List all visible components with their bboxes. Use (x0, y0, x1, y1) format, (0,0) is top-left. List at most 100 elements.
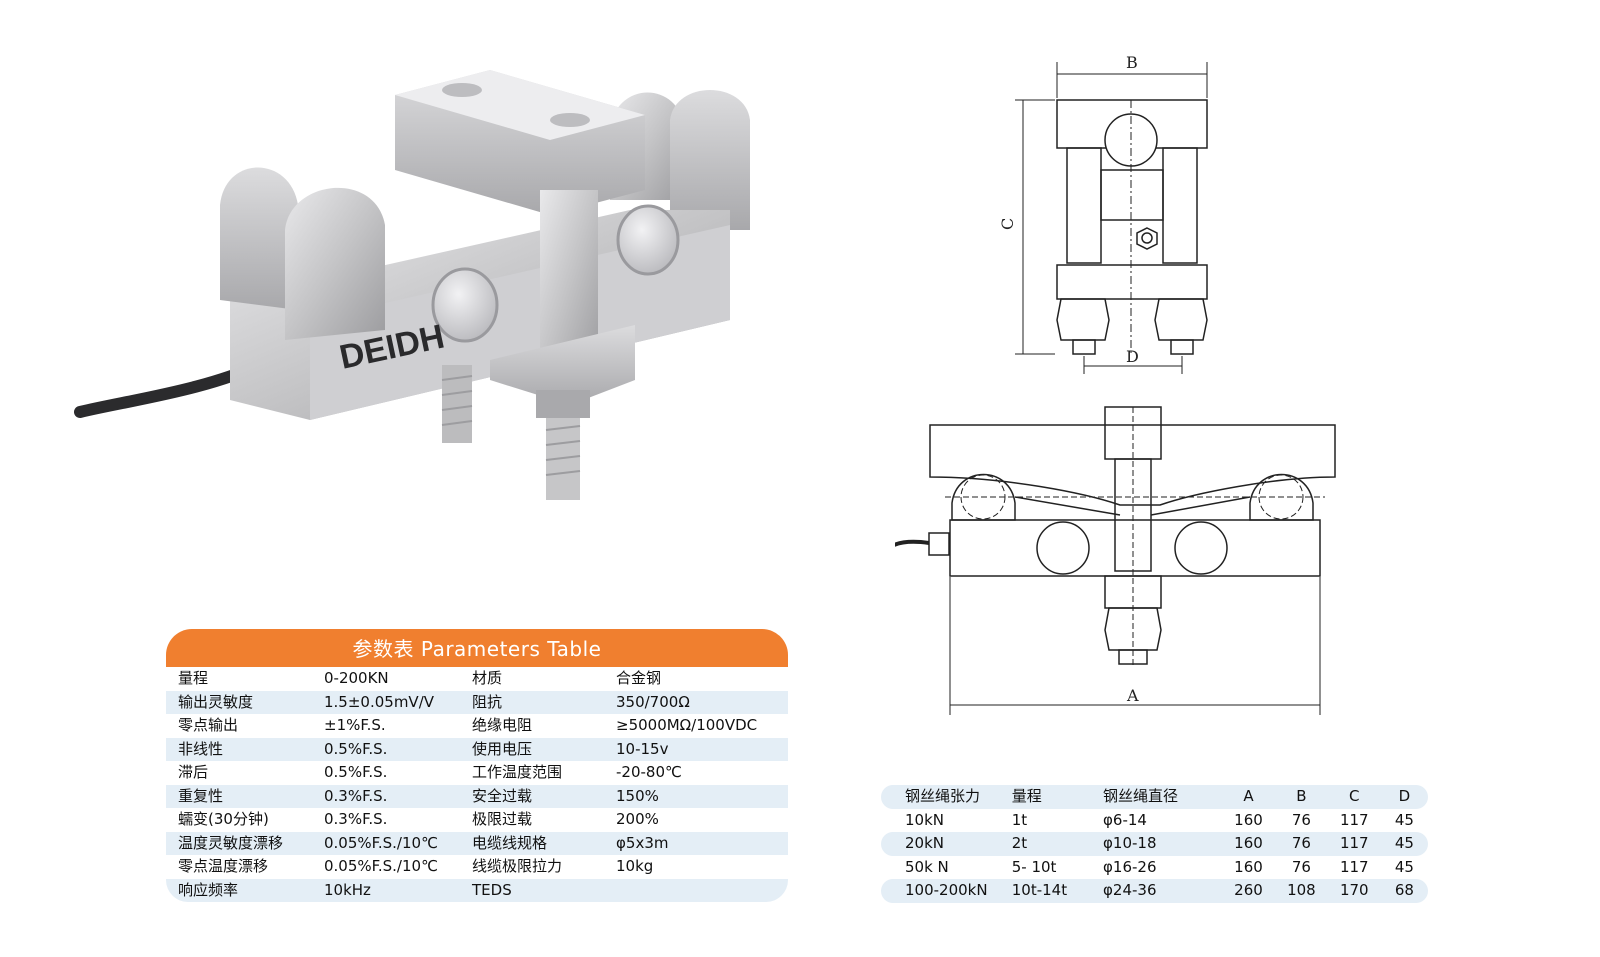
param-label: 电缆线规格 (472, 833, 548, 852)
parameters-table-body: 量程 0-200KN 材质 合金钢 输出灵敏度 1.5±0.05mV/V 阻抗 … (166, 667, 788, 902)
param-value: ±1%F.S. (324, 716, 386, 734)
table-row: 零点输出 ±1%F.S. 绝缘电阻 ≥5000MΩ/100VDC (166, 714, 788, 738)
param-label: 线缆极限拉力 (472, 857, 563, 875)
table-row: 零点温度漂移 0.05%F.S./10℃ 线缆极限拉力 10kg (166, 855, 788, 879)
spec-cell: 5- 10t (1011, 857, 1057, 876)
spec-cell: 45 (1394, 810, 1414, 829)
spec-cell: 160 (1234, 834, 1263, 852)
spec-cell: 117 (1339, 810, 1369, 829)
param-label: 极限过载 (472, 810, 533, 828)
spec-cell: 76 (1291, 834, 1311, 852)
table-row: 100-200kN 10t-14t φ24-36 260 108 170 68 (881, 879, 1428, 903)
spec-header: 钢丝绳直径 (1103, 787, 1179, 805)
spec-cell: 76 (1291, 810, 1311, 829)
spec-cell: 20kN (905, 834, 944, 852)
param-label: 绝缘电阻 (472, 716, 533, 734)
spec-header: 量程 (1011, 787, 1042, 805)
param-value: 200% (616, 810, 659, 828)
param-label: 滞后 (178, 763, 209, 781)
table-row: 输出灵敏度 1.5±0.05mV/V 阻抗 350/700Ω (166, 690, 788, 714)
param-label: 量程 (178, 669, 209, 687)
param-value: 1.5±0.05mV/V (324, 692, 435, 711)
table-row: 50k N 5- 10t φ16-26 160 76 117 45 (881, 856, 1428, 880)
param-label: 输出灵敏度 (178, 692, 254, 711)
spec-cell: 45 (1394, 857, 1414, 876)
table-row: 响应频率 10kHz TEDS (166, 878, 788, 903)
spec-cell: 117 (1339, 857, 1369, 876)
param-label: 零点温度漂移 (178, 857, 269, 875)
param-value: 0.3%F.S. (324, 786, 388, 805)
table-row: 10kN 1t φ6-14 160 76 117 45 (881, 809, 1428, 833)
spec-cell: 45 (1394, 834, 1414, 852)
spec-cell: 10t-14t (1011, 881, 1068, 899)
param-label: 阻抗 (472, 692, 503, 711)
param-value: 0.5%F.S. (324, 763, 388, 781)
table-row: 20kN 2t φ10-18 160 76 117 45 (881, 832, 1428, 856)
spec-cell: 76 (1291, 857, 1311, 876)
spec-cell: 10kN (905, 810, 944, 829)
param-label: 安全过载 (472, 786, 533, 805)
table-row: 重复性 0.3%F.S. 安全过载 150% (166, 784, 788, 808)
spec-cell: 100-200kN (905, 881, 988, 899)
spec-cell: 170 (1339, 881, 1369, 899)
spec-header: D (1398, 787, 1411, 805)
spec-cell: 117 (1339, 834, 1369, 852)
param-value: ≥5000MΩ/100VDC (616, 716, 758, 734)
table-row: 非线性 0.5%F.S. 使用电压 10-15v (166, 737, 788, 761)
dim-label-a: A (1126, 686, 1139, 705)
param-label: TEDS (472, 880, 512, 899)
spec-cell: φ24-36 (1103, 881, 1157, 899)
table-row: 蠕变(30分钟) 0.3%F.S. 极限过载 200% (166, 808, 788, 832)
param-label: 蠕变(30分钟) (178, 810, 269, 828)
side-view-drawing: A (895, 406, 1336, 715)
spec-cell: φ16-26 (1103, 857, 1157, 876)
parameters-table: 参数表 Parameters Table 量程 0-200KN 材质 合金钢 输… (166, 629, 788, 902)
spec-table: 钢丝绳张力 量程 钢丝绳直径 A B C D 10kN 1t φ6-14 160… (881, 785, 1428, 905)
param-value: 350/700Ω (616, 692, 690, 711)
dim-label-d: D (1126, 347, 1139, 366)
front-view-drawing: B C D (998, 53, 1208, 374)
table-row: 温度灵敏度漂移 0.05%F.S./10℃ 电缆线规格 φ5x3m (166, 831, 788, 855)
param-label: 工作温度范围 (472, 763, 563, 781)
spec-cell: 160 (1234, 810, 1263, 829)
table-row: 滞后 0.5%F.S. 工作温度范围 -20-80℃ (166, 761, 788, 785)
param-label: 重复性 (178, 786, 224, 805)
spec-header: A (1243, 787, 1254, 805)
param-value: 10kHz (324, 880, 371, 899)
spec-cell: 260 (1234, 881, 1263, 899)
param-value: 150% (616, 786, 659, 805)
dim-label-b: B (1126, 53, 1138, 72)
spec-header: C (1349, 787, 1360, 805)
param-value: 0.5%F.S. (324, 739, 388, 758)
param-value: 10-15v (616, 739, 669, 758)
param-value: 0.05%F.S./10℃ (324, 833, 438, 852)
param-value: 0-200KN (324, 669, 389, 687)
spec-cell: 68 (1394, 881, 1414, 899)
dim-label-c: C (998, 218, 1017, 230)
param-value: 0.3%F.S. (324, 810, 388, 828)
param-label: 材质 (472, 669, 503, 687)
param-value: 合金钢 (616, 669, 662, 687)
product-photo: DEIDH (74, 70, 750, 500)
param-label: 使用电压 (472, 739, 533, 758)
param-value: φ5x3m (616, 833, 669, 852)
param-value: 10kg (616, 857, 654, 875)
param-label: 响应频率 (178, 880, 239, 899)
param-label: 温度灵敏度漂移 (178, 833, 284, 852)
spec-cell: 1t (1011, 810, 1028, 829)
spec-cell: 50k N (905, 857, 949, 876)
param-label: 非线性 (178, 739, 224, 758)
param-value: -20-80℃ (616, 763, 682, 781)
spec-cell: φ10-18 (1103, 834, 1157, 852)
spec-cell: 108 (1287, 881, 1316, 899)
param-value: 0.05%F.S./10℃ (324, 857, 438, 875)
param-value (616, 879, 788, 903)
spec-header: B (1296, 787, 1307, 805)
spec-cell: 160 (1234, 857, 1263, 876)
spec-cell: φ6-14 (1103, 810, 1147, 829)
spec-table-header: 钢丝绳张力 量程 钢丝绳直径 A B C D (881, 785, 1428, 809)
table-row: 量程 0-200KN 材质 合金钢 (166, 667, 788, 691)
param-label: 零点输出 (178, 716, 239, 734)
spec-cell: 2t (1011, 834, 1028, 852)
parameters-table-title: 参数表 Parameters Table (166, 629, 788, 667)
